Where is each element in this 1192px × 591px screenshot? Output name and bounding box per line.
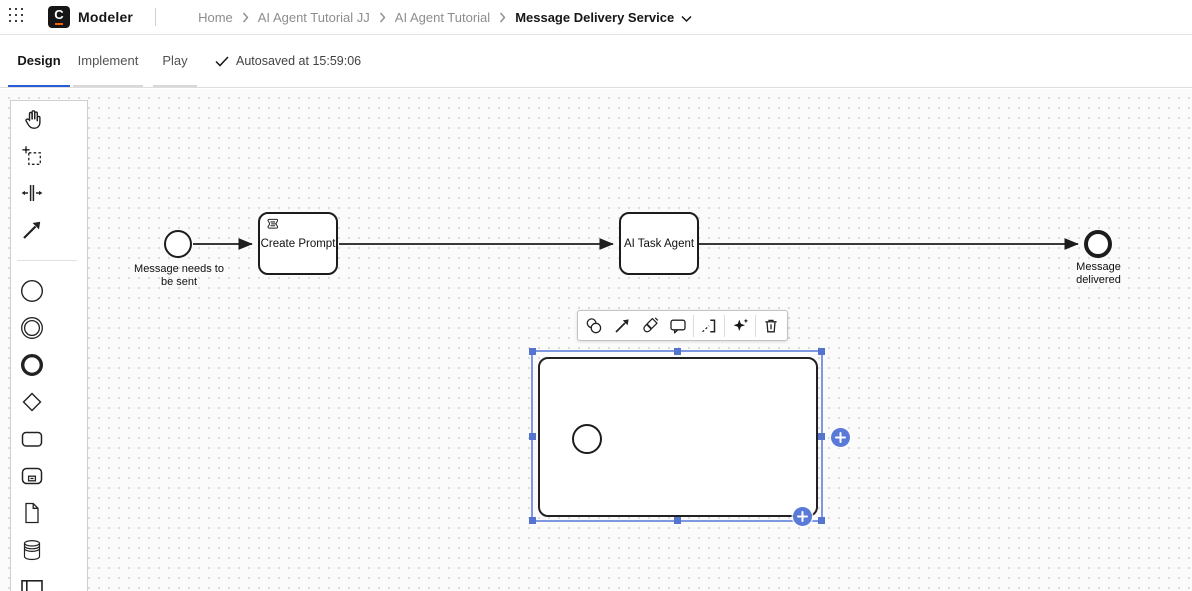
header-divider bbox=[155, 8, 157, 26]
participant-icon bbox=[21, 580, 43, 591]
agent-task-label: AI Task Agent bbox=[623, 237, 695, 250]
create-gateway[interactable] bbox=[20, 390, 44, 414]
chevron-right-icon bbox=[242, 12, 249, 23]
end-event-icon bbox=[20, 353, 44, 377]
create-intermediate-event[interactable] bbox=[20, 316, 44, 340]
space-tool-icon bbox=[21, 185, 43, 201]
space-tool[interactable] bbox=[20, 181, 44, 205]
connect-tool-icon bbox=[23, 221, 41, 239]
set-color-button[interactable] bbox=[636, 312, 664, 340]
resize-handle-se[interactable] bbox=[818, 517, 825, 524]
ai-sparkle-icon bbox=[733, 318, 749, 331]
file-menu-chevron-down-icon[interactable] bbox=[681, 15, 692, 23]
expanded-subprocess[interactable] bbox=[538, 357, 818, 517]
autosave-text: Autosaved at 15:59:06 bbox=[236, 54, 362, 68]
create-start-event[interactable] bbox=[20, 279, 44, 303]
toolbar-divider bbox=[693, 314, 694, 337]
breadcrumb-folder[interactable]: AI Agent Tutorial bbox=[394, 9, 491, 25]
task-icon bbox=[21, 431, 43, 447]
logo-letter: C bbox=[54, 7, 64, 22]
create-end-event[interactable] bbox=[20, 353, 44, 377]
hand-tool[interactable] bbox=[20, 107, 44, 131]
chevron-right-icon bbox=[379, 12, 386, 23]
append-text-annotation-button[interactable] bbox=[695, 312, 723, 340]
camunda-logo: C bbox=[48, 6, 70, 28]
resize-handle-w[interactable] bbox=[529, 432, 536, 440]
breadcrumb: Home AI Agent Tutorial JJ AI Agent Tutor… bbox=[198, 10, 692, 25]
hand-tool-icon bbox=[25, 110, 41, 129]
resize-handle-nw[interactable] bbox=[529, 348, 536, 355]
end-event-label: Message delivered bbox=[1076, 261, 1121, 287]
resize-handle-ne[interactable] bbox=[818, 348, 825, 355]
product-name: Modeler bbox=[78, 9, 134, 25]
append-text-annotation-icon bbox=[702, 318, 716, 333]
comment-icon bbox=[670, 319, 686, 334]
create-task[interactable] bbox=[20, 427, 44, 451]
lasso-tool-icon bbox=[22, 146, 41, 165]
tab-play[interactable]: Play bbox=[153, 35, 197, 87]
delete-icon bbox=[765, 319, 777, 332]
script-task-label: Create Prompt bbox=[260, 237, 336, 250]
app-switcher-icon[interactable] bbox=[8, 7, 28, 27]
script-task-marker-icon bbox=[267, 218, 279, 229]
color-picker-icon bbox=[643, 316, 659, 332]
subprocess-icon bbox=[21, 467, 43, 485]
breadcrumb-project[interactable]: AI Agent Tutorial JJ bbox=[257, 9, 370, 25]
create-data-object[interactable] bbox=[20, 501, 44, 525]
palette-separator bbox=[17, 260, 77, 261]
plus-icon bbox=[797, 511, 808, 522]
create-data-store[interactable] bbox=[20, 538, 44, 562]
autosave-status: Autosaved at 15:59:06 bbox=[215, 35, 361, 87]
toolbar-divider bbox=[724, 314, 725, 337]
tab-implement[interactable]: Implement bbox=[73, 35, 143, 87]
start-event-icon bbox=[20, 279, 44, 303]
start-event-label: Message needs to be sent bbox=[134, 263, 224, 289]
app-header: C Modeler Home AI Agent Tutorial JJ AI A… bbox=[0, 0, 1192, 35]
append-plus-button-right[interactable] bbox=[831, 428, 850, 447]
agent-task[interactable]: AI Task Agent bbox=[619, 212, 699, 275]
start-event[interactable] bbox=[164, 230, 192, 258]
bpmn-canvas[interactable]: Message needs to be sent Create Prompt A… bbox=[0, 89, 1192, 591]
ai-assist-button[interactable] bbox=[726, 312, 754, 340]
gateway-icon bbox=[22, 392, 42, 412]
connect-icon bbox=[615, 318, 629, 333]
resize-handle-e[interactable] bbox=[818, 432, 825, 440]
plus-icon bbox=[835, 432, 846, 443]
delete-button[interactable] bbox=[757, 312, 785, 340]
data-object-icon bbox=[25, 502, 39, 524]
lasso-tool[interactable] bbox=[20, 144, 44, 168]
mode-tab-bar: Design Implement Play Autosaved at 15:59… bbox=[0, 35, 1192, 88]
append-plus-button-corner[interactable] bbox=[793, 507, 812, 526]
resize-handle-n[interactable] bbox=[673, 348, 681, 355]
tab-design[interactable]: Design bbox=[8, 35, 70, 87]
append-element-button[interactable] bbox=[580, 312, 608, 340]
create-expanded-subprocess[interactable] bbox=[20, 464, 44, 488]
data-store-icon bbox=[23, 540, 41, 561]
resize-handle-s[interactable] bbox=[673, 517, 681, 524]
resize-handle-sw[interactable] bbox=[529, 517, 536, 524]
toolbar-divider bbox=[755, 314, 756, 337]
breadcrumb-current-file: Message Delivery Service bbox=[515, 9, 675, 25]
intermediate-event-icon bbox=[21, 317, 43, 339]
append-element-icon bbox=[586, 317, 602, 333]
breadcrumb-home[interactable]: Home bbox=[198, 9, 233, 25]
element-palette bbox=[10, 100, 88, 591]
global-connect-tool[interactable] bbox=[20, 218, 44, 242]
end-event[interactable] bbox=[1084, 230, 1112, 258]
subprocess-start-event[interactable] bbox=[572, 424, 602, 454]
add-comment-button[interactable] bbox=[664, 312, 692, 340]
checkmark-icon bbox=[215, 55, 229, 67]
chevron-right-icon bbox=[499, 12, 506, 23]
context-pad-toolbar bbox=[577, 310, 788, 341]
script-task[interactable]: Create Prompt bbox=[258, 212, 338, 275]
connect-button[interactable] bbox=[608, 312, 636, 340]
create-participant[interactable] bbox=[20, 575, 44, 591]
